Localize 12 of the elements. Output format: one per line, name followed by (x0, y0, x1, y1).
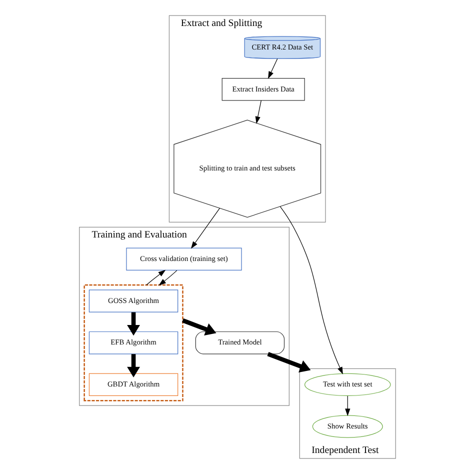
arrow (266, 352, 310, 372)
arrow (344, 396, 350, 416)
arrow (158, 270, 177, 286)
arrow (190, 208, 220, 249)
arrow (267, 58, 278, 79)
cluster (83, 284, 183, 402)
arrow (146, 270, 166, 286)
arrow (181, 318, 216, 336)
arrow (254, 100, 261, 124)
arrow (126, 312, 140, 336)
arrow (279, 206, 342, 374)
arrow (126, 354, 140, 378)
